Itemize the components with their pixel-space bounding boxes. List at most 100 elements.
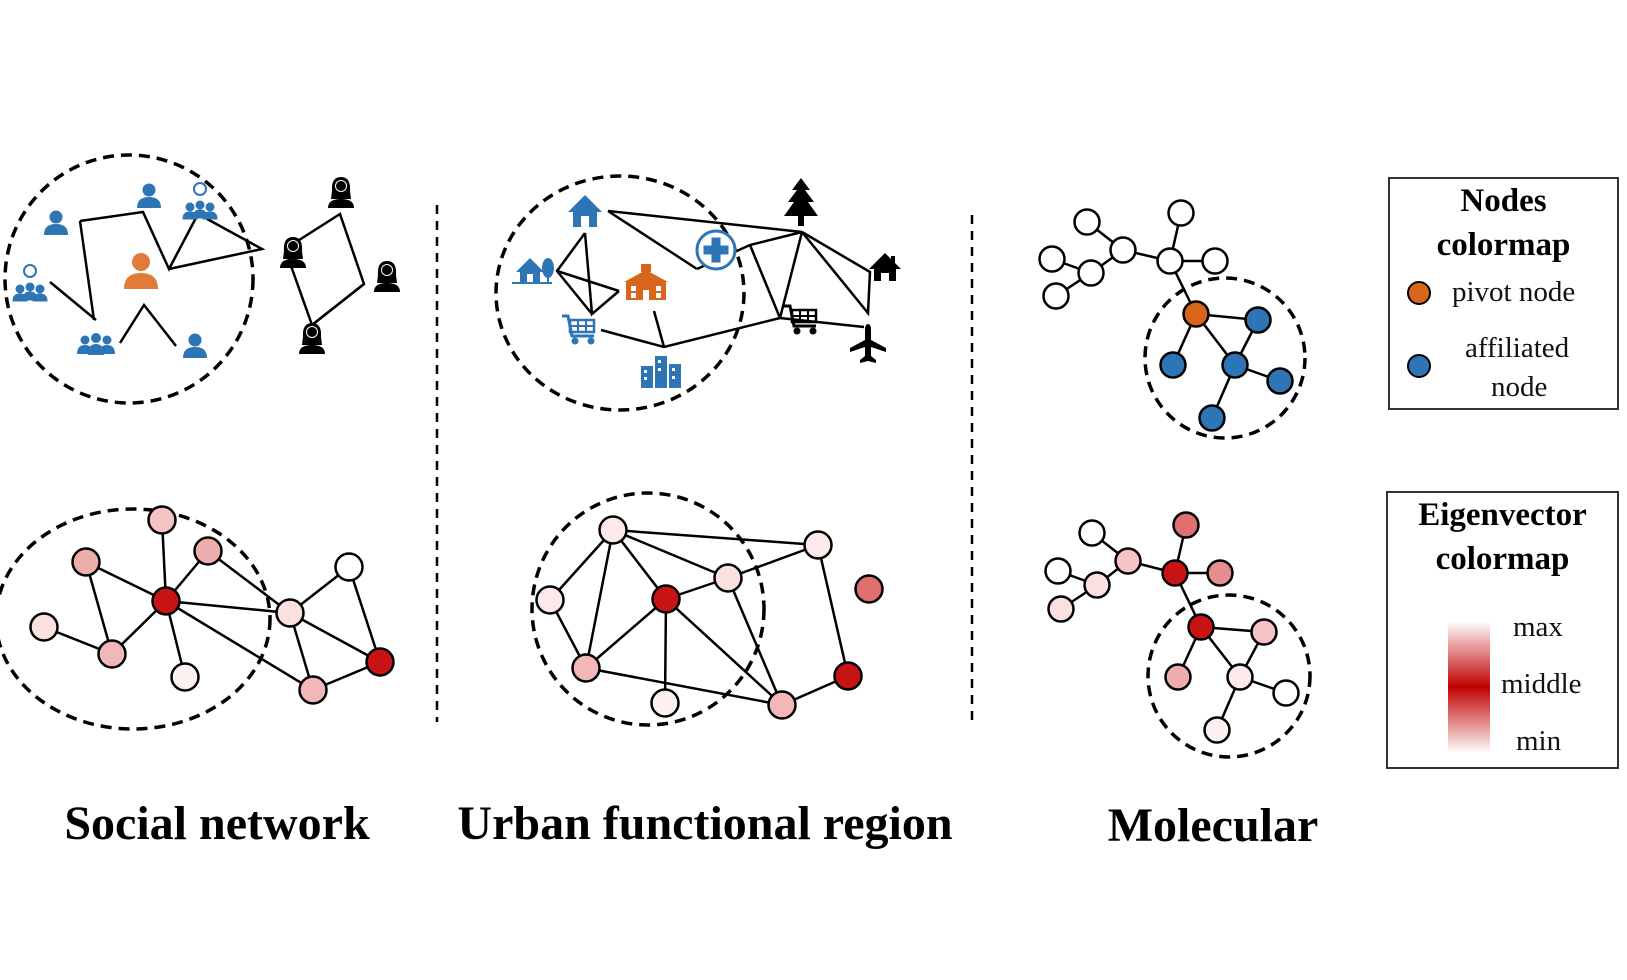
graph-node	[651, 584, 681, 614]
group-icon	[77, 333, 115, 355]
pivot-node	[1182, 300, 1210, 328]
graph-node	[1073, 208, 1101, 236]
graph-node	[29, 612, 59, 642]
middle-label: middle	[1501, 668, 1582, 700]
pivot-node-label: pivot node	[1452, 276, 1576, 308]
graph-node	[1038, 245, 1066, 273]
tree-icon	[784, 178, 818, 226]
woman-icon	[374, 261, 400, 292]
graph-node	[334, 552, 364, 582]
affiliated-node-label: affiliated	[1465, 332, 1570, 364]
graph-node	[650, 688, 680, 718]
urban-functional-region-title: Urban functional region	[457, 797, 953, 850]
min-label: min	[1516, 725, 1562, 757]
graph-node	[1226, 663, 1254, 691]
molecular-top-graph	[1038, 199, 1307, 440]
affiliated-node-swatch	[1407, 354, 1431, 378]
graph-node	[1203, 716, 1231, 744]
graph-node	[1083, 571, 1111, 599]
graph-node	[1078, 519, 1106, 547]
graph-node	[193, 536, 223, 566]
person-icon	[44, 210, 68, 235]
woman-icon	[280, 237, 306, 268]
house-icon	[512, 258, 554, 284]
person-icon	[137, 183, 161, 208]
affiliated-node	[1198, 404, 1226, 432]
legend-title: Nodes	[1460, 183, 1547, 219]
graph-node	[767, 690, 797, 720]
graph-node	[1272, 679, 1300, 707]
urban-eigen-community-circle	[530, 491, 766, 727]
graph-node	[1164, 663, 1192, 691]
graph-node	[713, 563, 743, 593]
pivot-person-icon	[124, 253, 158, 289]
school-icon	[624, 264, 668, 300]
graph-node	[1161, 559, 1189, 587]
social-icon-graph	[3, 153, 400, 405]
graph-node	[1187, 613, 1215, 641]
graph-node	[298, 675, 328, 705]
graph-node	[1206, 559, 1234, 587]
hospital-icon	[695, 229, 737, 271]
graph-node	[1250, 618, 1278, 646]
house-icon	[869, 253, 901, 281]
max-label: max	[1513, 611, 1563, 643]
graph-node	[71, 547, 101, 577]
graph-node	[1156, 247, 1184, 275]
shopping-cart-icon	[560, 314, 596, 346]
idea-group-icon	[12, 264, 48, 302]
affiliated-node	[1266, 367, 1294, 395]
molecular-eigen-nodes	[1044, 511, 1300, 744]
molecular-top-nodes	[1038, 199, 1294, 432]
graph-node	[1167, 199, 1195, 227]
graph-node	[598, 515, 628, 545]
eigenvector-gradient-bar	[1448, 621, 1490, 753]
graph-node	[1114, 547, 1142, 575]
eigenvector-colormap-legend: Eigenvector colormap max middle min	[1386, 491, 1619, 769]
affiliated-node	[1159, 351, 1187, 379]
graph-node	[1077, 259, 1105, 287]
legend-title: Eigenvector	[1418, 497, 1587, 533]
person-icon	[183, 333, 207, 358]
affiliated-node	[1244, 306, 1272, 334]
legend-title: colormap	[1436, 227, 1571, 263]
graph-node	[97, 639, 127, 669]
urban-icon-graph	[494, 174, 901, 412]
social-eigen-nodes	[29, 505, 395, 705]
social-eigen-community-circle	[0, 507, 272, 731]
buildings-icon	[641, 356, 681, 388]
social-icon-edges	[49, 210, 366, 347]
pivot-node-swatch	[1407, 281, 1431, 305]
airplane-icon	[850, 324, 886, 363]
molecular-eigen-graph	[1044, 511, 1312, 759]
affiliated-node	[1221, 351, 1249, 379]
graph-node	[151, 586, 181, 616]
graph-node	[1042, 282, 1070, 310]
graph-node	[571, 653, 601, 683]
legend-title: colormap	[1435, 541, 1570, 577]
graph-node	[147, 505, 177, 535]
urban-eigen-graph	[530, 491, 884, 727]
house-icon	[568, 195, 602, 227]
graph-node	[1044, 557, 1072, 585]
graph-node	[365, 647, 395, 677]
urban-icon-edges	[555, 209, 872, 349]
molecular-top-community-circle	[1143, 276, 1307, 440]
graph-node	[1047, 595, 1075, 623]
woman-icon	[299, 323, 325, 354]
nodes-colormap-legend: Nodes colormap pivot node affiliated nod…	[1388, 177, 1619, 410]
graph-node	[833, 661, 863, 691]
graph-node	[1201, 247, 1229, 275]
graph-node	[535, 585, 565, 615]
social-eigen-graph	[0, 505, 395, 731]
graph-node	[803, 530, 833, 560]
molecular-title: Molecular	[1107, 799, 1319, 852]
urban-eigen-nodes	[535, 515, 884, 720]
graph-node	[854, 574, 884, 604]
graph-node	[1109, 236, 1137, 264]
woman-icon	[328, 177, 354, 208]
graph-node	[1172, 511, 1200, 539]
urban-community-circle	[494, 174, 746, 412]
affiliated-node-label: node	[1491, 371, 1548, 403]
